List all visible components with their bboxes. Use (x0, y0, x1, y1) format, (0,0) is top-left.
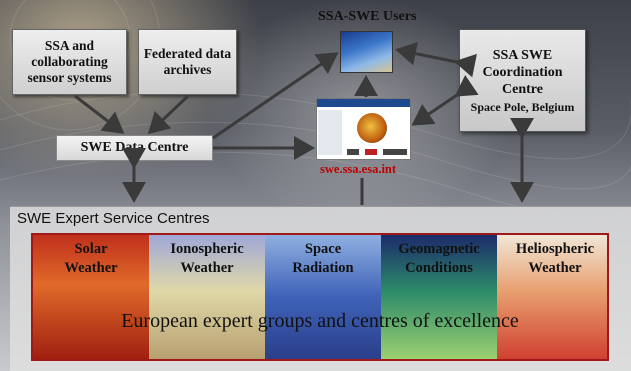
ionospheric-weather-band (149, 235, 265, 359)
portal-header-bar (317, 99, 410, 107)
sensor-label-line-2: collaborating (31, 54, 108, 69)
arrow-datacentre-to-users (212, 52, 339, 140)
portal-screenshot (316, 98, 411, 160)
sensor-systems-box: SSA and collaborating sensor systems (12, 29, 127, 95)
arrow-archive-to-datacentre (147, 94, 190, 135)
expert-centres-title: SWE Expert Service Centres (17, 210, 210, 227)
category-ionospheric-weather: Ionospheric Weather (149, 240, 265, 278)
category-geomagnetic-conditions: Geomagnetic Conditions (381, 240, 497, 278)
arrow-coord-to-portal (411, 74, 479, 126)
arrow-sensor-to-datacentre (74, 94, 125, 134)
solar-weather-band (33, 235, 149, 359)
category-solar-weather: Solar Weather (33, 240, 149, 278)
sun-image (357, 113, 387, 143)
category-line-2: Conditions (405, 260, 473, 276)
category-line-2: Radiation (292, 260, 354, 276)
category-line-1: Ionospheric (170, 241, 244, 257)
category-heliospheric-weather: Heliospheric Weather (497, 240, 613, 278)
coord-location: Space Pole, Belgium (470, 99, 575, 114)
category-line-1: Geomagnetic (398, 241, 480, 257)
users-label: SSA-SWE Users (318, 9, 417, 24)
sensor-label-line-3: sensor systems (27, 70, 112, 85)
geomagnetic-conditions-band (381, 235, 497, 359)
heliospheric-weather-band (497, 235, 607, 359)
expert-footer: European expert groups and centres of ex… (121, 310, 519, 332)
category-space-radiation: Space Radiation (265, 240, 381, 278)
portal-nav-panel (318, 110, 342, 155)
arrow-coord-to-users (395, 41, 478, 78)
space-radiation-band (265, 235, 381, 359)
users-image (340, 31, 393, 73)
archive-label-line-2: archives (163, 62, 212, 77)
category-line-1: Heliospheric (515, 241, 595, 257)
portal-logos (347, 149, 407, 155)
coord-label-line-2: Coordination (482, 64, 563, 80)
portal-url[interactable]: swe.ssa.esa.int (320, 162, 397, 176)
category-line-1: Solar (74, 241, 108, 257)
expert-strip (31, 233, 609, 361)
coord-label-line-1: SSA SWE (492, 47, 553, 63)
coordination-centre-box: SSA SWE Coordination Centre Space Pole, … (459, 29, 586, 132)
category-line-2: Weather (64, 260, 118, 276)
coord-label-line-3: Centre (502, 81, 543, 97)
category-line-2: Weather (528, 260, 582, 276)
data-archives-box: Federated data archives (138, 29, 237, 95)
category-line-2: Weather (180, 260, 234, 276)
archive-label-line-1: Federated data (143, 46, 232, 61)
category-line-1: Space (304, 241, 342, 257)
sensor-label-line-1: SSA and (44, 38, 95, 53)
